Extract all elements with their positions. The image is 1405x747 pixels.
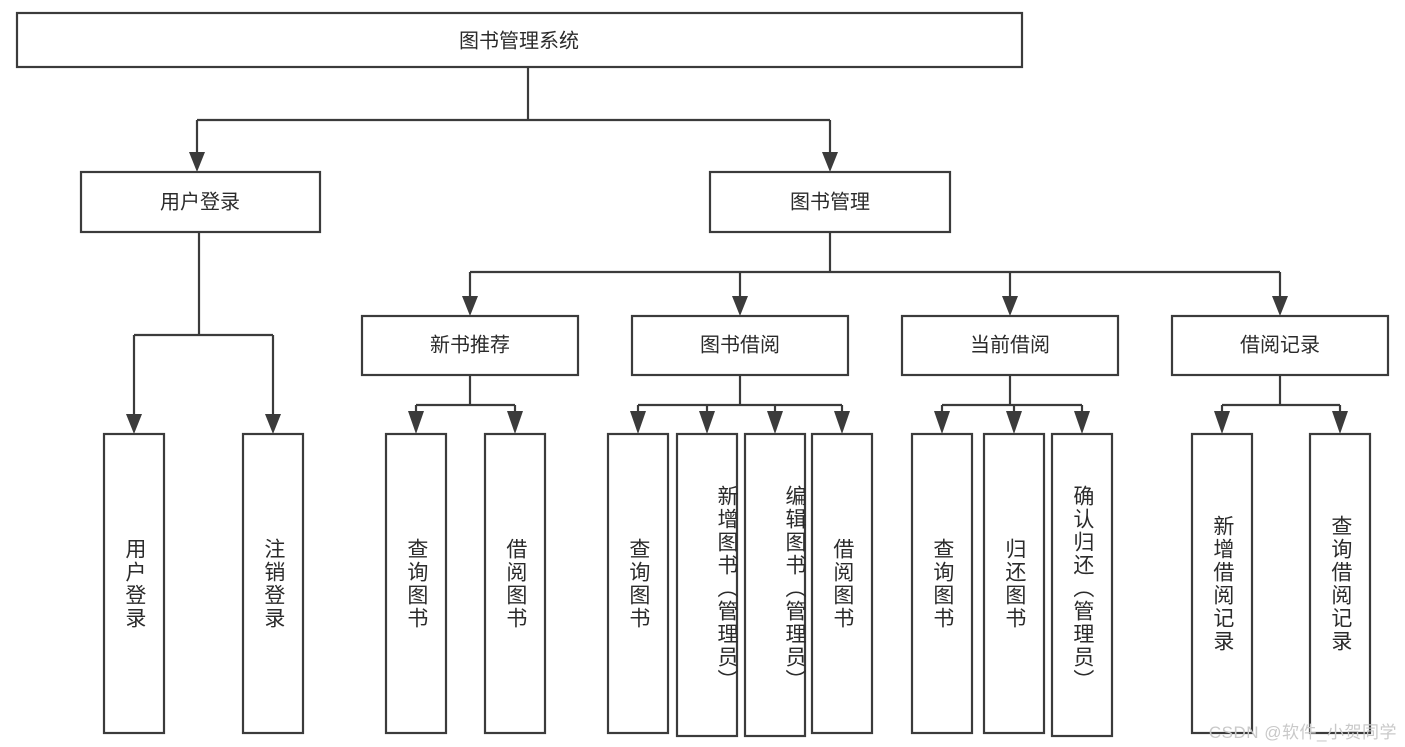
node-book-borrow[interactable]: 图书借阅	[630, 314, 850, 377]
arrowhead-leaf-logout	[265, 414, 281, 434]
leaf-return-book-box[interactable]	[982, 432, 1046, 735]
node-user-login-box[interactable]	[79, 170, 322, 234]
node-borrow-record-label: 借阅记录	[1240, 333, 1320, 356]
arrowhead-leaf-add-borrow-record	[1214, 411, 1230, 434]
leaf-query-book-1-box[interactable]	[384, 432, 448, 735]
leaf-edit-book-admin-box[interactable]	[743, 432, 807, 738]
leaf-borrow-book-1-box[interactable]	[483, 432, 547, 735]
node-current-borrow-label: 当前借阅	[970, 333, 1050, 356]
node-root[interactable]: 图书管理系统	[15, 11, 1024, 69]
node-user-login-label: 用户登录	[160, 190, 240, 213]
leaf-logout-box[interactable]	[241, 432, 305, 735]
leaf-query-book-2-box[interactable]	[606, 432, 670, 735]
arrowhead-book-manage	[822, 152, 838, 172]
leaf-add-borrow-record-box[interactable]	[1190, 432, 1254, 735]
node-root-label: 图书管理系统	[459, 29, 579, 52]
node-book-borrow-box[interactable]	[630, 314, 850, 377]
node-new-book-recommend-label: 新书推荐	[430, 333, 510, 356]
arrowhead-leaf-edit-book-admin	[767, 411, 783, 434]
node-new-book-recommend-box[interactable]	[360, 314, 580, 377]
arrowhead-leaf-borrow-book-2	[834, 411, 850, 434]
node-root-box[interactable]	[15, 11, 1024, 69]
node-book-manage-label: 图书管理	[790, 190, 870, 213]
leaf-add-book-admin-box[interactable]	[675, 432, 739, 738]
arrowhead-current-borrow	[1002, 296, 1018, 316]
node-book-manage-box[interactable]	[708, 170, 952, 234]
arrowhead-user-login	[189, 152, 205, 172]
node-borrow-record-box[interactable]	[1170, 314, 1390, 377]
node-book-borrow-label: 图书借阅	[700, 333, 780, 356]
node-user-login[interactable]: 用户登录	[79, 170, 322, 234]
leaf-query-book-3-box[interactable]	[910, 432, 974, 735]
arrowhead-book-borrow	[732, 296, 748, 316]
arrowhead-leaf-add-book-admin	[699, 411, 715, 434]
node-book-manage[interactable]: 图书管理	[708, 170, 952, 234]
arrowhead-new-book-recommend	[462, 296, 478, 316]
arrowhead-leaf-query-book-1	[408, 411, 424, 434]
arrowhead-borrow-record	[1272, 296, 1288, 316]
node-new-book-recommend[interactable]: 新书推荐	[360, 314, 580, 377]
leaf-confirm-return-admin-box[interactable]	[1050, 432, 1114, 738]
arrowhead-leaf-query-borrow-record	[1332, 411, 1348, 434]
watermark-label: CSDN @软件_小贺同学	[1208, 723, 1397, 742]
arrowhead-leaf-user-login	[126, 414, 142, 434]
leaf-borrow-book-2-box[interactable]	[810, 432, 874, 735]
arrowhead-leaf-return-book	[1006, 411, 1022, 434]
leaf-user-login-box[interactable]	[102, 432, 166, 735]
arrowhead-leaf-borrow-book-1	[507, 411, 523, 434]
arrowhead-leaf-query-book-3	[934, 411, 950, 434]
node-borrow-record[interactable]: 借阅记录	[1170, 314, 1390, 377]
arrowhead-leaf-confirm-return-admin	[1074, 411, 1090, 434]
leaf-boxes-layer	[102, 432, 1372, 738]
node-current-borrow[interactable]: 当前借阅	[900, 314, 1120, 377]
leaf-query-borrow-record-box[interactable]	[1308, 432, 1372, 735]
arrowhead-leaf-query-book-2	[630, 411, 646, 434]
connector-layer	[126, 67, 1348, 434]
node-current-borrow-box[interactable]	[900, 314, 1120, 377]
